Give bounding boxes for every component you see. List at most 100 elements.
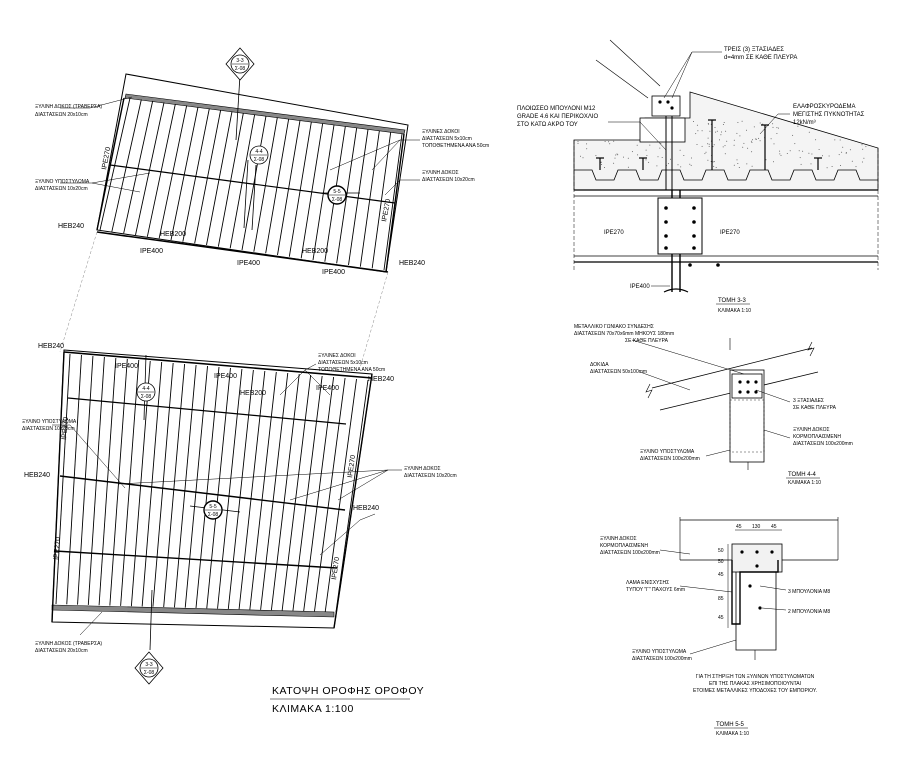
- lower-ipe400-a: IPE400: [115, 363, 138, 370]
- purlin-line: [227, 369, 254, 609]
- concrete-stipple: [772, 123, 774, 125]
- purlin-line: [281, 374, 312, 611]
- leader-line: [91, 172, 151, 184]
- bolt: [688, 263, 692, 267]
- concrete-stipple: [746, 129, 747, 131]
- marker-3-3-top-ref: Σ-08: [235, 66, 246, 72]
- concrete-stipple: [834, 139, 836, 141]
- concrete-stipple: [798, 150, 800, 152]
- purlin-line: [371, 132, 392, 269]
- cut-line: [595, 59, 649, 99]
- concrete-stipple: [794, 143, 796, 145]
- concrete-stipple: [586, 148, 588, 150]
- concrete-stipple: [779, 153, 781, 155]
- leader-line: [52, 424, 126, 489]
- concrete-stipple: [811, 153, 813, 155]
- purlin-line: [383, 133, 403, 271]
- lower-roof-bottom-beam: [51, 604, 335, 618]
- concrete-stipple: [861, 144, 863, 146]
- section-4-4: ΜΕΤΑΛΛΙΚΟ ΓΩΝΙΑΚΟ ΣΥΝΔΕΣΗΣ ΔΙΑΣΤΑΣΕΩΝ 70…: [574, 324, 853, 486]
- section-marker-3-3-bottom[interactable]: 3-3 Σ-08: [134, 589, 164, 685]
- upper-traverse-dims: ΔΙΑΣΤΑΣΕΩΝ 20x10cm: [35, 112, 88, 118]
- lower-heb240-left: HEB240: [24, 472, 50, 479]
- purlin-line: [77, 355, 94, 605]
- section-marker-4-4-upper[interactable]: 4-4 Σ-08: [243, 145, 269, 231]
- upper-roof-top-beam: [124, 93, 406, 135]
- concrete-stipple: [855, 166, 857, 168]
- lower-support-dims: ΔΙΑΣΤΑΣΕΩΝ 10x20cm: [22, 426, 75, 432]
- gamma-plate: [731, 560, 779, 625]
- purlin-line: [99, 97, 131, 231]
- section-marker-5-5-upper[interactable]: 5-5 Σ-08: [320, 185, 360, 205]
- concrete-stipple: [737, 163, 739, 164]
- lower-purlins-spacing: ΤΟΠΟΘΕΤΗΜΕΝΑ ΑΝΑ 50cm: [318, 367, 385, 373]
- concrete-stipple: [723, 122, 725, 123]
- s55-dim-130: 130: [752, 524, 761, 530]
- concrete-stipple: [776, 127, 778, 129]
- leader-line: [759, 113, 790, 135]
- section-5-5: 45 130 45 50 50 45 85 45 ΞΥΛΙΝΗ ΔΟΚΟΣ ΚΟ…: [600, 517, 839, 737]
- section-marker-4-4-lower[interactable]: 4-4 Σ-08: [136, 354, 156, 421]
- concrete-stipple: [773, 161, 774, 163]
- concrete-stipple: [741, 120, 743, 122]
- s55-note-2: ΕΠΙ ΤΗΣ ΠΛΑΚΑΣ ΧΡΗΣΙΜΟΠΟΙΟΥΝΤΑΙ: [709, 681, 801, 687]
- concrete-stipple: [613, 162, 615, 164]
- upper-ipe400-c: IPE400: [322, 269, 345, 276]
- leader-line: [60, 96, 133, 109]
- section-marker-3-3-top[interactable]: 3-3 Σ-08: [225, 47, 255, 141]
- concrete-stipple: [802, 150, 804, 152]
- concrete-stipple: [840, 165, 841, 166]
- concrete-stipple: [714, 127, 716, 128]
- lower-ipe270-a: IPE270: [61, 417, 70, 441]
- leader-line: [759, 585, 787, 591]
- concrete-stipple: [716, 130, 718, 132]
- concrete-stipple: [657, 156, 659, 158]
- s55-post-2: ΔΙΑΣΤΑΣΕΩΝ 100x200mm: [632, 656, 692, 662]
- leader-line: [679, 585, 733, 593]
- section-marker-5-5-lower[interactable]: 5-5 Σ-08: [189, 500, 241, 520]
- leader-line: [671, 51, 693, 99]
- bolt: [666, 100, 670, 104]
- purlin-line: [260, 372, 289, 610]
- upper-roof-plan: ΞΥΛΙΝΗ ΔΟΚΟΣ (ΤΡΑΒΕΡΣΑ) ΔΙΑΣΤΑΣΕΩΝ 20x10…: [35, 73, 489, 369]
- s55-dim-v50a: 50: [718, 548, 724, 554]
- s44-angle-1: ΜΕΤΑΛΛΙΚΟ ΓΩΝΙΑΚΟ ΣΥΝΔΕΣΗΣ: [574, 324, 654, 330]
- purlin-line: [241, 115, 267, 251]
- splice-plate: [657, 197, 703, 255]
- concrete-stipple: [808, 131, 810, 133]
- concrete-stipple: [758, 137, 760, 139]
- marker-4-4-lower-ref: Σ-08: [141, 394, 152, 400]
- concrete-stipple: [792, 134, 794, 136]
- concrete-stipple: [627, 166, 629, 168]
- s55-dim-v45b: 45: [718, 615, 724, 621]
- leader-line: [79, 611, 103, 636]
- concrete-stipple: [631, 151, 633, 153]
- concrete-stipple: [677, 164, 679, 166]
- beam-core: [731, 543, 783, 573]
- lower-roof-plan: HEB240 HEB240 HEB240 HEB240 IPE400 IPE40…: [22, 343, 457, 654]
- concrete-stipple: [841, 151, 843, 153]
- purlin-line: [217, 112, 244, 247]
- concrete-stipple: [751, 142, 753, 143]
- concrete-stipple: [752, 139, 753, 141]
- purlin-line: [146, 103, 176, 237]
- purlin-line: [66, 354, 82, 605]
- purlin-line: [163, 363, 186, 608]
- lower-roof-beam: [59, 475, 346, 511]
- lower-heb240-top: HEB240: [38, 343, 64, 350]
- concrete-stipple: [759, 122, 761, 124]
- bolt: [670, 106, 674, 110]
- concrete-stipple: [696, 144, 698, 145]
- s55-dim-v85: 85: [718, 596, 724, 602]
- s55-bolts-a: 3 ΜΠΟΥΛΟΝΙΑ Μ8: [788, 589, 830, 595]
- concrete-stipple: [577, 142, 579, 144]
- leader-line: [755, 389, 791, 403]
- projection-line: [359, 271, 389, 369]
- s44-angle-3: ΣΕ ΚΑΘΕ ΠΛΕΥΡΑ: [625, 338, 669, 344]
- purlin-line: [152, 362, 174, 607]
- lower-heb240-right: HEB240: [368, 376, 394, 383]
- upper-support-dims: ΔΙΑΣΤΑΣΕΩΝ 10x20cm: [35, 186, 88, 192]
- s55-dim-45a: 45: [736, 524, 742, 530]
- lower-heb240-mid: HEB240: [353, 505, 379, 512]
